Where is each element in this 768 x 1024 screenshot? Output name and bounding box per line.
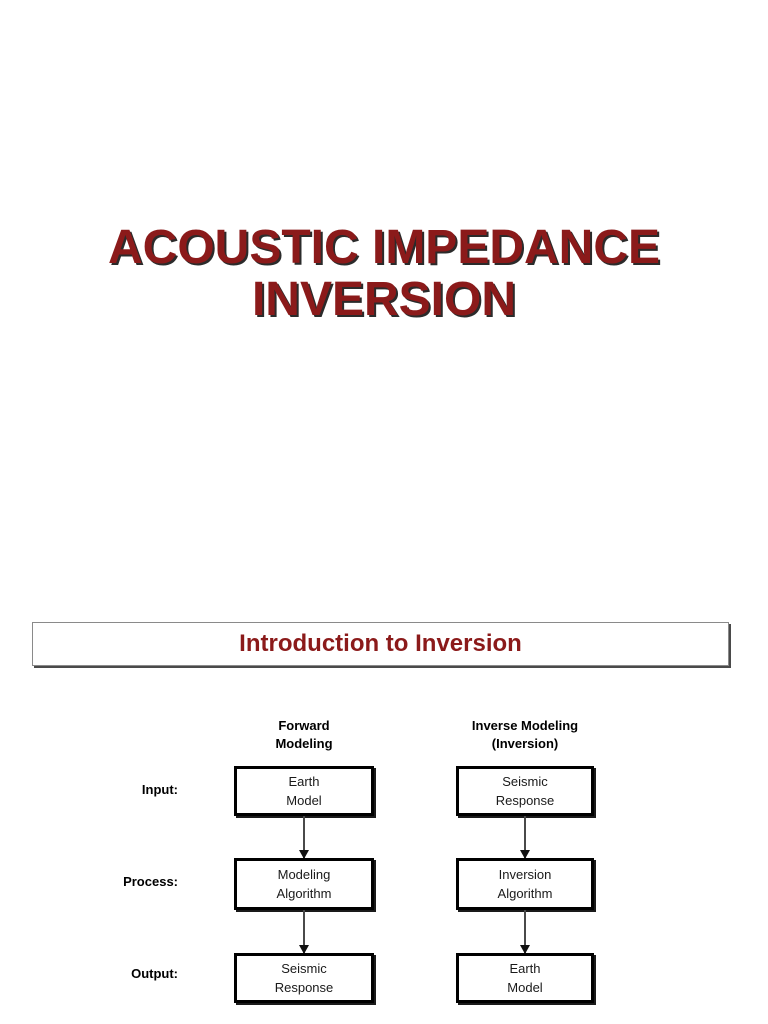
arrow-down-icon-forward-process-to-output [297, 910, 311, 954]
arrow-down-icon-forward-input-to-process [297, 816, 311, 859]
column-header-inverse-line-2: (Inversion) [491, 736, 559, 751]
flow-box-output-inverse: Earth Model [456, 953, 594, 1003]
arrow-shaft [303, 816, 305, 858]
flow-box-input-forward-line-2: Model [286, 793, 322, 808]
row-label-input: Input: [141, 782, 178, 797]
column-header-forward-line-1: Forward [278, 718, 330, 733]
arrow-head [299, 850, 309, 859]
column-header-inverse-line-1: Inverse Modeling [471, 718, 579, 733]
row-label-process: Process: [123, 874, 178, 889]
arrow-shaft [524, 816, 526, 858]
flow-box-output-forward-line-1: Seismic [281, 961, 327, 976]
arrow-head [299, 945, 309, 954]
section-heading-label: Introduction to Inversion [239, 630, 522, 657]
inversion-flow-diagram: Forward Modeling Inverse Modeling (Inver… [0, 700, 768, 1024]
flow-box-output-forward-line-2: Response [274, 980, 334, 995]
flow-box-output-inverse-line-1: Earth [509, 961, 541, 976]
page-title-line-2: INVERSION [251, 273, 517, 326]
page-title: ACOUSTIC IMPEDANCE INVERSION [0, 222, 768, 326]
arrow-down-icon-inverse-process-to-output [518, 910, 532, 954]
flow-box-process-inverse-line-1: Inversion [498, 867, 552, 882]
row-label-output: Output: [131, 966, 178, 981]
arrow-head [520, 850, 530, 859]
flow-box-input-inverse: Seismic Response [456, 766, 594, 816]
flow-box-input-forward-line-1: Earth [288, 774, 320, 789]
arrow-down-icon-inverse-input-to-process [518, 816, 532, 859]
flow-box-process-forward: Modeling Algorithm [234, 858, 374, 910]
flow-box-input-inverse-line-2: Response [495, 793, 555, 808]
flow-box-process-inverse-line-2: Algorithm [497, 886, 553, 901]
arrow-shaft [303, 910, 305, 953]
arrow-head [520, 945, 530, 954]
flow-box-input-forward: Earth Model [234, 766, 374, 816]
page-title-line-1: ACOUSTIC IMPEDANCE [107, 221, 661, 274]
flow-box-output-inverse-line-2: Model [507, 980, 543, 995]
arrow-shaft [524, 910, 526, 953]
column-header-inverse-modeling: Inverse Modeling (Inversion) [456, 717, 594, 753]
flow-box-process-forward-line-2: Algorithm [276, 886, 332, 901]
column-header-forward-modeling: Forward Modeling [234, 717, 374, 753]
flow-box-process-forward-line-1: Modeling [277, 867, 331, 882]
section-heading-box: Introduction to Inversion [32, 622, 729, 666]
flow-box-input-inverse-line-1: Seismic [502, 774, 548, 789]
column-header-forward-line-2: Modeling [275, 736, 333, 751]
flow-box-process-inverse: Inversion Algorithm [456, 858, 594, 910]
flow-box-output-forward: Seismic Response [234, 953, 374, 1003]
